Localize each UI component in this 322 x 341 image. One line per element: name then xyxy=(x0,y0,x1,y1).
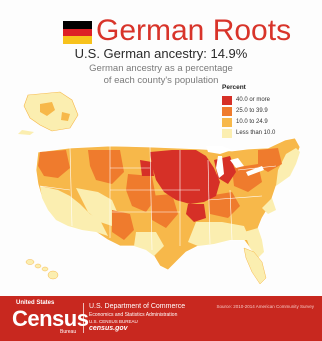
legend-item: 10.0 to 24.9 xyxy=(222,117,318,127)
legend-swatch xyxy=(222,95,232,105)
legend-swatch xyxy=(222,106,232,116)
description-line-2: of each county's population xyxy=(103,75,219,86)
page-title: German Roots xyxy=(96,14,292,47)
footer-divider xyxy=(83,303,84,333)
department-name: U.S. Department of Commerce xyxy=(89,303,186,310)
census-logo-top-text: United States xyxy=(16,300,55,306)
legend-label: 10.0 to 24.9 xyxy=(236,119,268,125)
legend-label: Less than 10.0 xyxy=(236,130,276,136)
census-logo: Census xyxy=(12,306,89,331)
administration-name: Economics and Statistics Administration xyxy=(89,312,178,318)
legend-swatch xyxy=(222,117,232,127)
legend-item: 40.0 or more xyxy=(222,95,318,105)
alaska-inset xyxy=(18,91,79,135)
legend-label: 25.0 to 39.9 xyxy=(236,108,268,114)
legend-item: 25.0 to 39.9 xyxy=(222,106,318,116)
german-flag-icon xyxy=(63,21,92,44)
description-line-1: German ancestry as a percentage xyxy=(89,63,233,74)
legend-item: Less than 10.0 xyxy=(222,128,318,138)
legend-label: 40.0 or more xyxy=(236,97,271,103)
legend: Percent 40.0 or more 25.0 to 39.9 10.0 t… xyxy=(222,84,318,139)
page-subtitle: U.S. German ancestry: 14.9% xyxy=(74,46,248,61)
hawaii-inset xyxy=(25,259,59,280)
bureau-name: U.S. CENSUS BUREAU xyxy=(89,319,138,324)
flag-stripe-black xyxy=(63,21,92,29)
census-logo-bureau-text: Bureau xyxy=(60,329,77,335)
flag-stripe-gold xyxy=(63,36,92,44)
contiguous-us xyxy=(35,137,301,271)
website-link[interactable]: census.gov xyxy=(89,325,128,332)
legend-swatch xyxy=(222,128,232,138)
florida xyxy=(243,247,267,285)
footer-bar: United States Census Bureau U.S. Departm… xyxy=(0,296,322,341)
legend-title: Percent xyxy=(222,84,246,91)
flag-stripe-red xyxy=(63,28,92,37)
source-note: Source: 2010-2014 American Community Sur… xyxy=(216,304,314,309)
